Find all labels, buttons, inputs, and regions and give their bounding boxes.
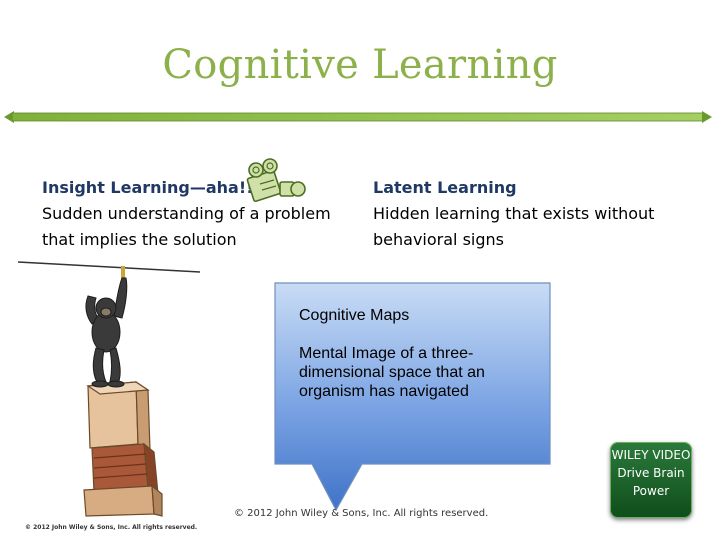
video-camera-icon[interactable] xyxy=(244,158,308,208)
cognitive-maps-callout-shape xyxy=(274,282,551,512)
latent-description-line2: behavioral signs xyxy=(373,230,504,249)
insight-learning-block: Insight Learning—aha!! Sudden understand… xyxy=(42,175,362,253)
insight-heading: Insight Learning—aha!! xyxy=(42,178,254,197)
cognitive-maps-body: Mental Image of a three-dimensional spac… xyxy=(299,345,485,400)
chimp-on-boxes-illustration xyxy=(17,261,201,517)
video-button-line2: Drive Brain xyxy=(617,466,685,480)
video-button-line3: Power xyxy=(632,484,670,498)
wiley-video-button[interactable]: WILEY VIDEO Drive Brain Power xyxy=(610,442,692,518)
insight-description-line1: Sudden understanding of a problem xyxy=(42,204,331,223)
insight-description-line2: that implies the solution xyxy=(42,230,237,249)
latent-learning-block: Latent Learning Hidden learning that exi… xyxy=(373,175,693,253)
footer-copyright: © 2012 John Wiley & Sons, Inc. All right… xyxy=(234,508,489,519)
latent-description-line1: Hidden learning that exists without xyxy=(373,204,655,223)
slide-title: Cognitive Learning xyxy=(162,42,558,88)
video-button-line1: WILEY VIDEO xyxy=(611,448,691,462)
latent-heading: Latent Learning xyxy=(373,178,517,197)
cognitive-maps-title: Cognitive Maps xyxy=(299,307,410,324)
figure-caption: © 2012 John Wiley & Sons, Inc. All right… xyxy=(25,524,198,531)
title-divider xyxy=(4,111,712,123)
cognitive-maps-callout: Cognitive Maps Mental Image of a three-d… xyxy=(299,306,539,401)
